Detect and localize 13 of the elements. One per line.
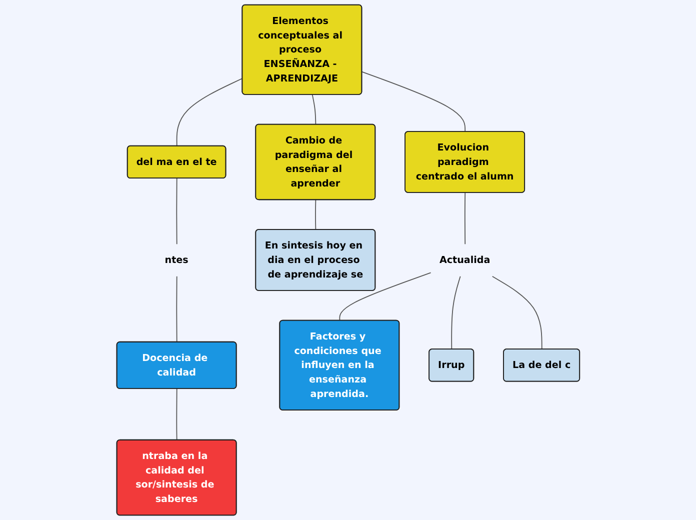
connector (176, 276, 178, 343)
connector (312, 94, 316, 126)
node-text: ntes (164, 254, 188, 266)
connector (176, 78, 243, 147)
connector (176, 178, 178, 245)
connector (339, 272, 432, 322)
connector (464, 192, 466, 245)
connector (176, 388, 178, 441)
connector (314, 199, 316, 230)
connector (450, 276, 461, 350)
connector (492, 276, 542, 350)
connector (361, 71, 466, 132)
node-text: Actualida (439, 254, 490, 266)
